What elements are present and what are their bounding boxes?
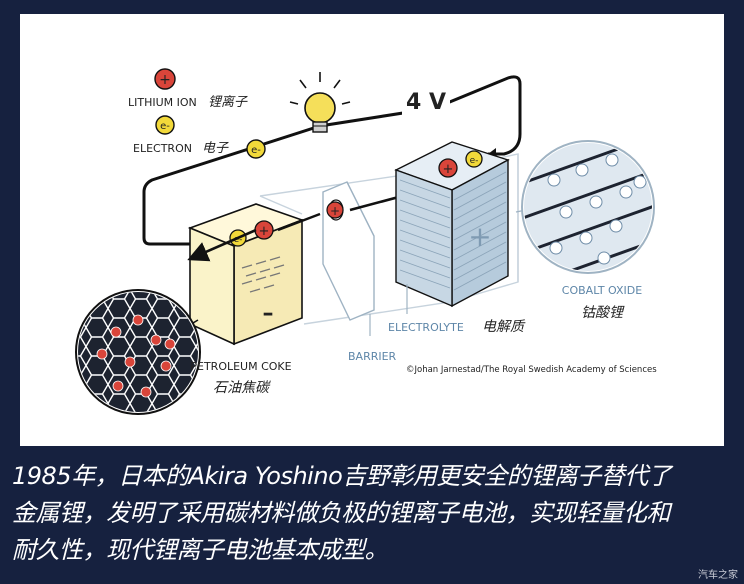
svg-text:e-: e- [470,156,479,166]
voltage-label-bg [402,88,450,116]
anode-ion-arrow [277,212,321,232]
caption-line-1: 1985年，日本的Akira Yoshino吉野彰用更安全的锂离子替代了 [12,462,672,490]
cathode-ion: + [438,158,458,178]
caption-line-3: 耐久性，现代锂离子电池基本成型。 [12,536,389,564]
caption-line-2: 金属锂，发明了采用碳材料做负极的锂离子电池，实现轻量化和 [12,499,671,527]
watermark-logo: 汽车之家 [698,570,738,581]
circuit-wire [142,75,522,246]
wire-electron: e- [246,139,266,159]
cathode-plus-sign: + [468,220,491,253]
legend-ion-label: LITHIUM ION [128,96,197,109]
legend-electron-label: ELECTRON [133,142,192,155]
electrolyte-label-cn: 电解质 [482,319,526,335]
legend-ion-icon: + [154,68,176,90]
anode-label-cn: 石油焦碳 [213,380,271,396]
image-credit: ©Johan Jarnestad/The Royal Swedish Acade… [406,365,657,375]
anode-flow-arrow-icon [187,228,257,262]
electrolyte-label: ELECTROLYTE [388,321,464,334]
svg-text:e-: e- [160,121,170,132]
lightbulb-icon [289,72,351,133]
figure-panel: 4 V e- + LITHIUM ION 锂离子 e- ELECTRON 电子 [20,14,724,446]
legend-ion-label-cn: 锂离子 [208,94,248,110]
svg-text:+: + [443,162,454,177]
cathode-electron: e- [465,150,483,168]
anode-ion: + [254,220,274,240]
anode-minus-sign: – [263,301,274,326]
barrier-label: BARRIER [348,350,397,363]
legend-electron-label-cn: 电子 [202,141,229,156]
barrier-ion: + [326,201,344,219]
anode-block: – [187,203,305,346]
battery-diagram: 4 V e- + LITHIUM ION 锂离子 e- ELECTRON 电子 [75,68,657,415]
cathode-label-cn: 钴酸锂 [581,305,625,321]
svg-text:e-: e- [251,145,261,156]
caption: 1985年，日本的Akira Yoshino吉野彰用更安全的锂离子替代了 金属锂… [12,458,734,569]
svg-text:+: + [259,224,270,239]
graphite-zoom-circle [75,289,201,415]
graphite-ions [96,314,176,398]
svg-text:e-: e- [234,235,243,245]
cathode-label: COBALT OXIDE [562,284,642,297]
svg-text:+: + [159,72,171,88]
anode-label: PETROLEUM COKE [190,360,291,373]
cobalt-oxide-zoom-circle [521,140,655,274]
svg-text:+: + [330,204,340,218]
voltage-label: 4 V [406,90,446,115]
legend-electron-icon: e- [155,115,175,135]
